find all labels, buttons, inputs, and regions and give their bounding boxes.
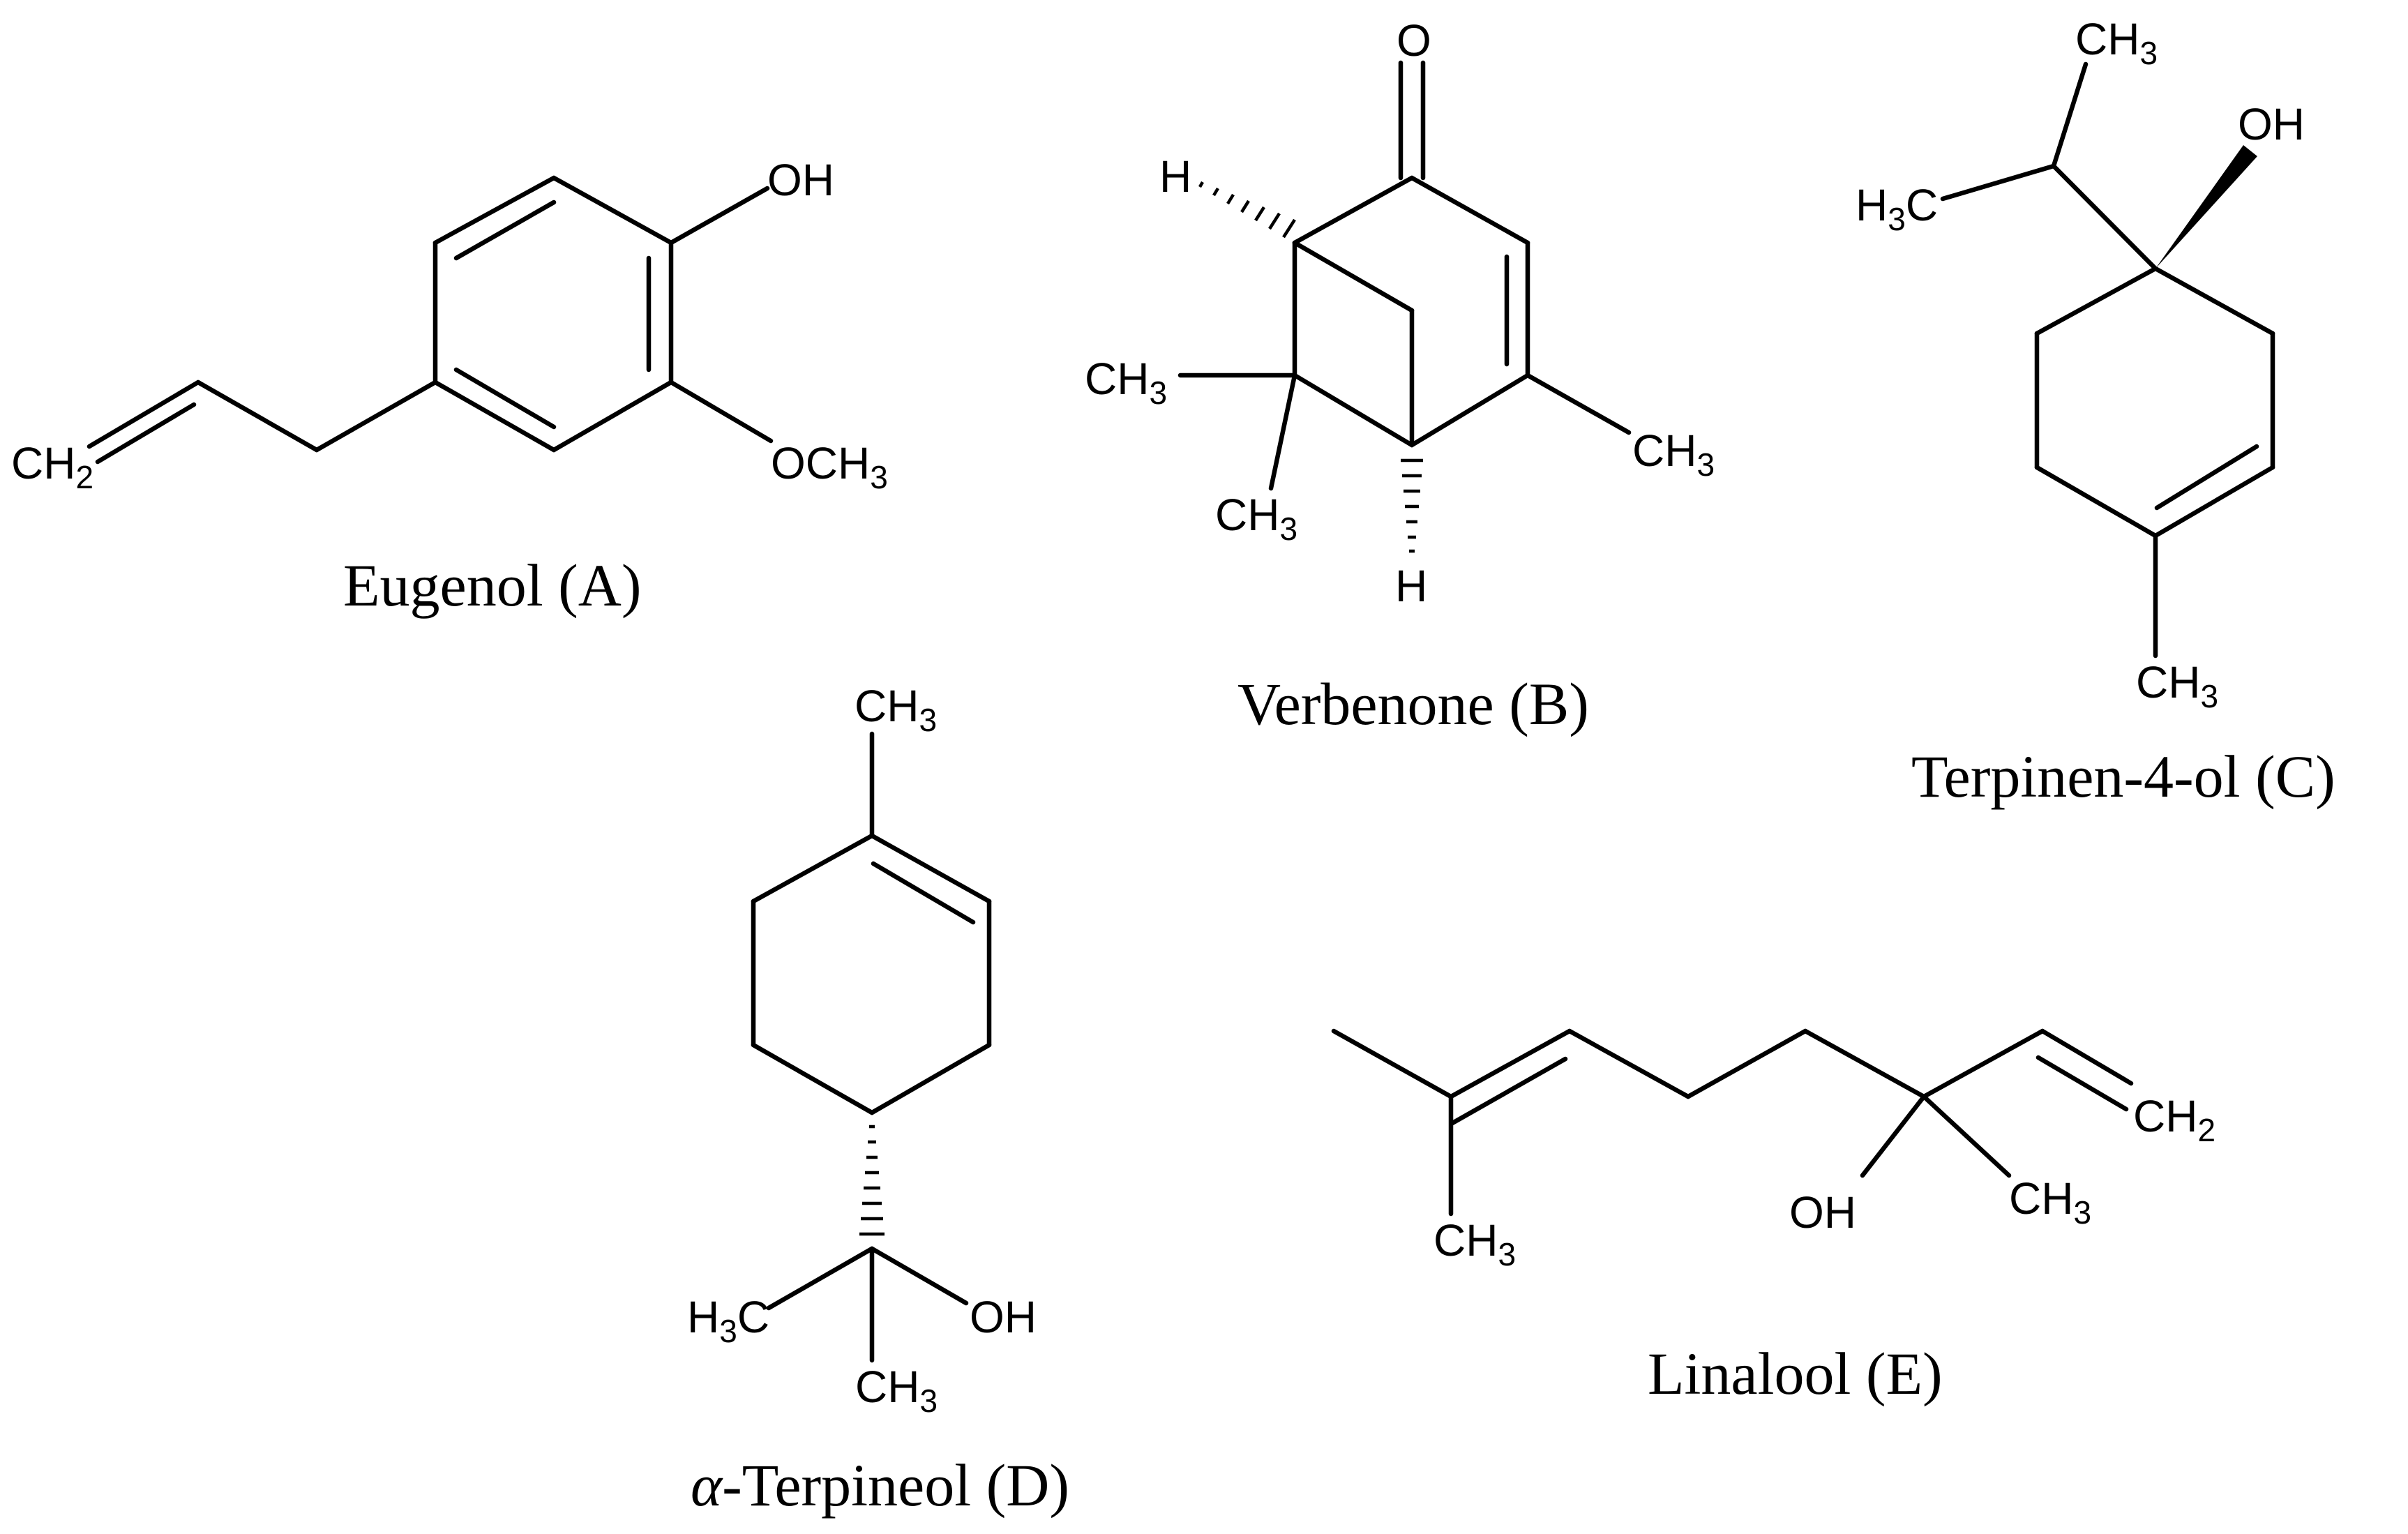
- linalool-ch2-label: CH2: [2133, 1091, 2215, 1148]
- linalool-ch3-left-label: CH3: [1433, 1215, 1516, 1272]
- eugenol-och3-label: OCH3: [771, 438, 888, 495]
- verbenone-ch3-right-label: CH3: [1632, 426, 1715, 483]
- linalool-ch3-right-label: CH3: [2009, 1173, 2091, 1231]
- linalool-oh-label: OH: [1789, 1187, 1856, 1238]
- alpha-terpineol-h3c-label: H3C: [687, 1292, 769, 1349]
- verbenone-ch3-left-label: CH3: [1085, 354, 1167, 411]
- verbenone-ch3-bottom-label: CH3: [1215, 490, 1297, 547]
- alpha-terpineol-caption: α-Terpineol (D): [691, 1452, 1069, 1519]
- alpha-terpineol-hashed-wedge: [859, 1125, 885, 1236]
- alpha-terpineol-structure: CH3 H3C OH CH3 α-Terpineol (D): [687, 681, 1069, 1519]
- terpinen-4-ol-caption: Terpinen-4-ol (C): [1911, 743, 2335, 810]
- eugenol-caption: Eugenol (A): [343, 552, 641, 619]
- terpinen-4-ol-bold-wedge: [2155, 145, 2257, 269]
- terpinen-4-ol-ch3-top-label: CH3: [2075, 14, 2158, 71]
- verbenone-o-label: O: [1397, 15, 1431, 66]
- linalool-caption: Linalool (E): [1648, 1340, 1943, 1407]
- alpha-terpineol-ch3-bottom-label: CH3: [855, 1362, 938, 1419]
- verbenone-h-top-label: H: [1159, 151, 1191, 202]
- alpha-terpineol-ch3-top-label: CH3: [855, 681, 937, 738]
- linalool-structure: CH2 OH CH3 CH3 Linalool (E): [1331, 1028, 2215, 1407]
- verbenone-caption: Verbenone (B): [1237, 670, 1589, 737]
- verbenone-h-bottom-label: H: [1395, 561, 1427, 611]
- terpinen-4-ol-h3c-label: H3C: [1856, 180, 1938, 237]
- eugenol-oh-label: OH: [767, 155, 834, 205]
- linalool-bonds: [1331, 1028, 2134, 1217]
- verbenone-bonds: [1177, 60, 1632, 491]
- verbenone-structure: O H H CH3 CH3 CH3 Verbenone (B): [1085, 15, 1715, 737]
- terpinen-4-ol-structure: CH3 OH H3C CH3 Terpinen-4-ol (C): [1856, 14, 2335, 810]
- eugenol-structure: OH OCH3 CH2 Eugenol (A): [11, 155, 888, 619]
- alpha-terpineol-oh-label: OH: [970, 1292, 1037, 1342]
- terpinen-4-ol-bonds: [1940, 61, 2275, 659]
- alpha-terpineol-bonds: [751, 731, 992, 1363]
- eugenol-bonds: [86, 175, 774, 465]
- verbenone-hashed-wedge-top: [1198, 181, 1296, 239]
- verbenone-hashed-wedge-bottom: [1401, 458, 1423, 553]
- terpinen-4-ol-ch3-bottom-label: CH3: [2136, 657, 2218, 714]
- eugenol-ch2-label: CH2: [11, 438, 93, 495]
- terpinen-4-ol-oh-label: OH: [2238, 99, 2305, 149]
